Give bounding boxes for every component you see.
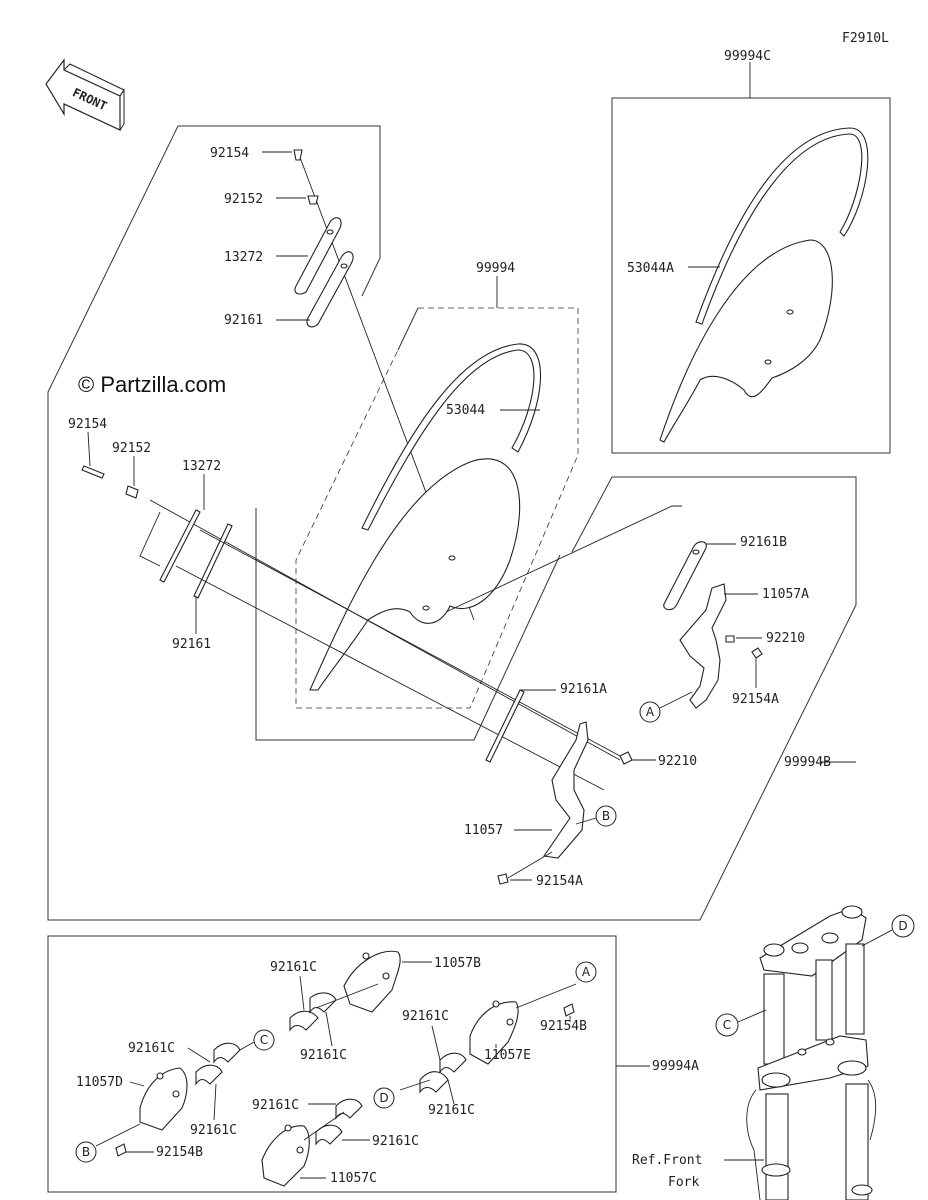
label-11057: 11057 bbox=[464, 823, 503, 838]
label-92154B: 92154B bbox=[156, 1145, 203, 1160]
label-92161C-5: 92161C bbox=[128, 1041, 175, 1056]
kit-outline-99994B bbox=[178, 125, 381, 297]
label-92161C-6: 92161C bbox=[190, 1123, 237, 1138]
callout-b-lower bbox=[75, 1141, 97, 1163]
label-92154A-right: 92154A bbox=[732, 692, 779, 707]
label-92161-top: 92161 bbox=[224, 313, 263, 328]
front-direction-arrow: FRONT bbox=[45, 58, 125, 131]
figure-code: F2910L bbox=[842, 31, 889, 46]
label-99994B: 99994B bbox=[784, 755, 831, 770]
label-53044: 53044 bbox=[446, 403, 485, 418]
callout-d-fork-label: D bbox=[898, 919, 907, 933]
clamp-11057B bbox=[289, 950, 401, 1032]
label-92154-top: 92154 bbox=[210, 146, 249, 161]
callout-c-fork-label: C bbox=[723, 1018, 731, 1032]
label-92152-left: 92152 bbox=[112, 441, 151, 456]
label-92161C-3: 92161C bbox=[402, 1009, 449, 1024]
callout-d-fork bbox=[891, 914, 915, 938]
callout-d-lower bbox=[373, 1087, 395, 1109]
label-92154-left: 92154 bbox=[68, 417, 107, 432]
callout-d-lower-label: D bbox=[379, 1091, 388, 1105]
callout-a-lower-label: A bbox=[582, 965, 591, 979]
label-11057D: 11057D bbox=[76, 1075, 123, 1090]
callout-a-lower bbox=[575, 961, 597, 983]
label-92161C-1: 92161C bbox=[270, 960, 317, 975]
label-99994A: 99994A bbox=[652, 1059, 699, 1074]
callout-b-upper-label: B bbox=[602, 809, 610, 823]
label-11057B: 11057B bbox=[434, 956, 481, 971]
label-92161C-8: 92161C bbox=[372, 1134, 419, 1149]
label-92161C-7: 92161C bbox=[252, 1098, 299, 1113]
label-92161C-4: 92161C bbox=[428, 1103, 475, 1118]
callout-c-lower-label: C bbox=[260, 1033, 268, 1047]
callout-c-lower bbox=[253, 1029, 275, 1051]
windshield-53044 bbox=[309, 343, 542, 691]
clamp-11057D bbox=[95, 1041, 255, 1157]
label-92161B: 92161B bbox=[740, 535, 787, 550]
kit-box-99994C bbox=[611, 97, 891, 454]
clamp-11057C bbox=[261, 1098, 363, 1187]
label-92154B-right: 92154B bbox=[540, 1019, 587, 1034]
label-11057E: 11057E bbox=[484, 1048, 531, 1063]
callout-a-upper bbox=[639, 701, 661, 723]
ref-front-fork-line2: Fork bbox=[668, 1175, 699, 1190]
label-11057A: 11057A bbox=[762, 587, 809, 602]
callout-a-upper-label: A bbox=[646, 705, 655, 719]
kit-box-99994A bbox=[47, 935, 617, 1193]
watermark: © Partzilla.com bbox=[78, 372, 226, 397]
front-fork-reference bbox=[746, 905, 877, 1200]
label-92210-right: 92210 bbox=[766, 631, 805, 646]
label-92161C-2: 92161C bbox=[300, 1048, 347, 1063]
hardware-stack-left bbox=[81, 465, 633, 791]
kit-outline-99994 bbox=[295, 307, 579, 709]
label-92161A: 92161A bbox=[560, 682, 607, 697]
callout-b-upper bbox=[595, 805, 617, 827]
ref-front-fork-line1: Ref.Front bbox=[632, 1153, 702, 1168]
label-99994: 99994 bbox=[476, 261, 515, 276]
label-99994C: 99994C bbox=[724, 49, 771, 64]
windshield-99994C bbox=[659, 127, 869, 443]
label-92154A: 92154A bbox=[536, 874, 583, 889]
label-53044A: 53044A bbox=[627, 261, 674, 276]
callout-b-lower-label: B bbox=[82, 1145, 90, 1159]
bracket-group-11057A bbox=[445, 505, 763, 709]
bracket-11057 bbox=[497, 721, 589, 885]
label-13272-top: 13272 bbox=[224, 250, 263, 265]
clamp-11057E bbox=[399, 983, 577, 1094]
label-92152-top: 92152 bbox=[224, 192, 263, 207]
label-11057C: 11057C bbox=[330, 1171, 377, 1186]
label-92161-left: 92161 bbox=[172, 637, 211, 652]
label-92210: 92210 bbox=[658, 754, 697, 769]
callout-c-fork bbox=[715, 1013, 739, 1037]
label-13272-left: 13272 bbox=[182, 459, 221, 474]
